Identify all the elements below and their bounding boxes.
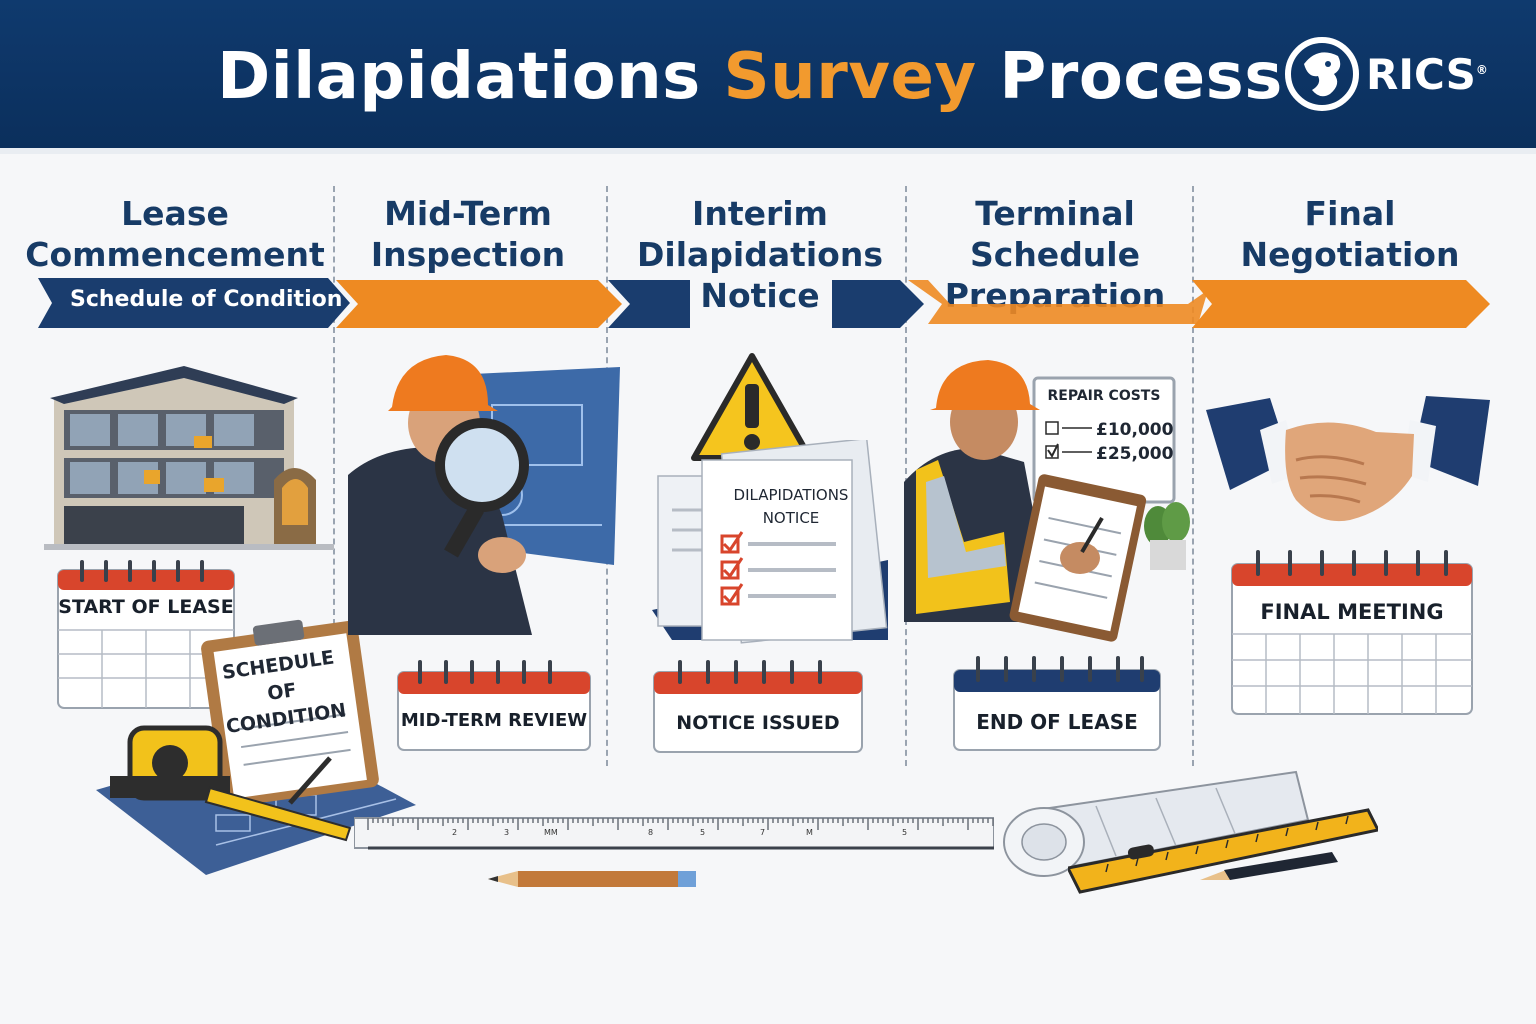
calendar-label-notice-issued: NOTICE ISSUED xyxy=(676,712,840,734)
calendar-label-final-meeting: FINAL MEETING xyxy=(1260,600,1444,624)
plant-icon xyxy=(1144,502,1190,570)
ruler-mark: 2 xyxy=(452,828,458,837)
inspector-magnifier-icon xyxy=(348,355,620,635)
timeline-arrow-3b xyxy=(832,280,924,328)
timeline-arrow-1 xyxy=(38,278,350,328)
ruler-marks: 2 3 MM 8 5 7 M 5 xyxy=(354,828,994,840)
calendar-label-mid-term-review: MID-TERM REVIEW xyxy=(400,710,588,731)
stage-divider xyxy=(1192,186,1194,766)
building-icon xyxy=(44,366,334,550)
calendar-icon xyxy=(1231,550,1473,715)
ruler-mark: 8 xyxy=(648,828,654,837)
ruler-mark: 5 xyxy=(700,828,706,837)
ruler-mark: M xyxy=(806,828,813,837)
arrow-shape-5 xyxy=(1192,280,1490,328)
level-ruler-icon xyxy=(1068,808,1378,894)
calendar-icon xyxy=(653,660,863,753)
repair-costs-title: REPAIR COSTS xyxy=(1047,388,1161,404)
calendar-label-start-of-lease: START OF LEASE xyxy=(58,596,234,618)
timeline-arrow-4 xyxy=(908,280,1208,324)
calendar-icon xyxy=(397,660,591,751)
arrow-label-schedule-of-condition: Schedule of Condition xyxy=(70,287,343,312)
timeline-arrow-2 xyxy=(336,280,622,328)
calendar-icon xyxy=(57,560,235,709)
pencil-icon xyxy=(488,871,696,887)
timeline-arrow-3a xyxy=(608,280,690,328)
arrow-shape-3a xyxy=(608,280,690,328)
repair-costs-board-icon xyxy=(1032,376,1176,504)
title-part2: Process xyxy=(999,40,1283,114)
ruler-mark: MM xyxy=(544,828,558,837)
repair-cost-1: £10,000 xyxy=(1096,420,1174,440)
ruler-mark: 3 xyxy=(504,828,510,837)
header-banner: Dilapidations Survey Process RICS® xyxy=(0,0,1536,154)
arrow-shape-2 xyxy=(336,280,622,328)
ruler-mark: 5 xyxy=(902,828,908,837)
blueprint-roll-icon xyxy=(1003,770,1310,877)
stage-divider xyxy=(333,186,335,766)
tape-measure-icon xyxy=(110,725,352,842)
page-title: Dilapidations Survey Process xyxy=(0,40,1500,114)
lion-crest-icon xyxy=(1285,37,1359,111)
ruler-icon xyxy=(354,817,994,850)
handshake-icon xyxy=(1206,396,1490,522)
logo-text: RICS® xyxy=(1366,49,1488,99)
pen-icon xyxy=(1200,852,1338,880)
stage-divider xyxy=(905,186,907,766)
title-part1: Dilapidations xyxy=(217,40,701,114)
arrow-shape-1 xyxy=(38,278,350,328)
rics-logo: RICS® xyxy=(1282,36,1488,112)
repair-cost-2: £25,000 xyxy=(1096,444,1174,464)
ruler-mark: 7 xyxy=(760,828,766,837)
arrow-shape-3b xyxy=(832,280,924,328)
title-highlight: Survey xyxy=(723,40,977,114)
arrow-shape-4 xyxy=(908,280,1208,324)
notice-document-icon xyxy=(652,440,888,644)
timeline-arrow-5 xyxy=(1192,280,1490,328)
surveyor-clipboard-icon xyxy=(904,360,1147,642)
calendar-label-end-of-lease: END OF LEASE xyxy=(976,710,1138,734)
calendar-icon xyxy=(953,656,1161,751)
